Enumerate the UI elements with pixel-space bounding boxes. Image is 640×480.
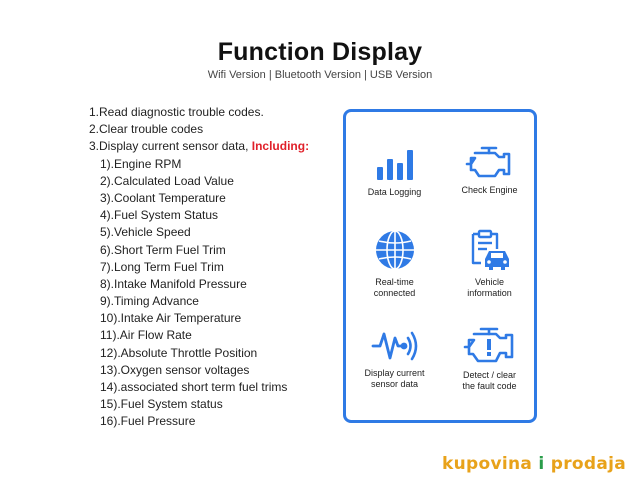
vehicle-info-icon — [471, 229, 509, 270]
feature-item-text: 16).Fuel Pressure — [100, 414, 196, 429]
function-label: Data Logging — [367, 187, 422, 197]
feature-sub-item: 3).Coolant Temperature — [89, 190, 309, 207]
feature-item: 1.Read diagnostic trouble codes. — [89, 104, 309, 121]
function-label: Check Engine — [461, 185, 518, 195]
feature-sub-item: 16).Fuel Pressure — [89, 413, 309, 430]
bar-chart-icon — [376, 150, 413, 180]
page-title: Function Display — [217, 38, 423, 66]
feature-item-text: 9).Timing Advance — [100, 294, 199, 309]
feature-item-text: 1).Engine RPM — [100, 156, 182, 171]
feature-item-text: 3.Display current sensor data, — [89, 139, 252, 154]
feature-item: 2.Clear trouble codes — [89, 121, 309, 138]
page-subtitle: Wifi Version | Bluetooth Version | USB V… — [207, 69, 433, 81]
feature-sub-item: 7).Long Term Fuel Trim — [89, 259, 309, 276]
feature-sub-item: 6).Short Term Fuel Trim — [89, 242, 309, 259]
sensor-wave-icon — [371, 331, 417, 361]
feature-item-text: 1.Read diagnostic trouble codes. — [89, 105, 264, 119]
feature-sub-item: 9).Timing Advance — [89, 293, 309, 310]
feature-item-text: 2).Calculated Load Value — [100, 173, 234, 188]
feature-sub-item: 8).Intake Manifold Pressure — [89, 276, 309, 293]
function-check-engine: Check Engine — [441, 145, 538, 196]
feature-sub-item: 11).Air Flow Rate — [89, 327, 309, 344]
feature-sub-item: 12).Absolute Throttle Position — [89, 345, 309, 362]
feature-item-text: 8).Intake Manifold Pressure — [100, 276, 247, 291]
feature-sub-item: 1).Engine RPM — [89, 156, 309, 173]
feature-sub-item: 5).Vehicle Speed — [89, 224, 309, 241]
feature-item-text: 11).Air Flow Rate — [100, 328, 192, 343]
feature-item: 3.Display current sensor data, Including… — [89, 138, 309, 155]
engine-warning-icon — [463, 327, 513, 363]
feature-item-text: 13).Oxygen sensor voltages — [100, 362, 250, 377]
feature-sub-item: 14).associated short term fuel trims — [89, 379, 309, 396]
feature-sub-item: 4).Fuel System Status — [89, 207, 309, 224]
engine-icon — [465, 146, 510, 178]
feature-sub-item: 10).Intake Air Temperature — [89, 310, 309, 327]
feature-item-text: 12).Absolute Throttle Position — [100, 345, 258, 360]
feature-sub-item: 13).Oxygen sensor voltages — [89, 362, 309, 379]
feature-item-text: 4).Fuel System Status — [100, 208, 219, 223]
feature-item-text: 3).Coolant Temperature — [100, 190, 226, 205]
feature-item-text: 10).Intake Air Temperature — [100, 311, 242, 326]
feature-sub-item: 2).Calculated Load Value — [89, 173, 309, 190]
feature-item-text: 14).associated short term fuel trims — [100, 380, 288, 394]
feature-sub-item: 15).Fuel System status — [89, 396, 309, 413]
including-highlight: Including: — [251, 139, 310, 154]
feature-item-text: 7).Long Term Fuel Trim — [100, 259, 224, 274]
feature-item-text: 6).Short Term Fuel Trim — [100, 242, 226, 257]
function-data-logging: Data Logging — [346, 147, 443, 198]
feature-item-text: 15).Fuel System status — [100, 397, 223, 412]
feature-item-text: 5).Vehicle Speed — [100, 225, 191, 240]
feature-list: 1.Read diagnostic trouble codes. 2.Clear… — [89, 104, 309, 431]
watermark-logo: kupovina i prodaja — [442, 454, 626, 474]
feature-item-text: 2.Clear trouble codes — [89, 122, 204, 137]
globe-icon — [375, 230, 414, 270]
